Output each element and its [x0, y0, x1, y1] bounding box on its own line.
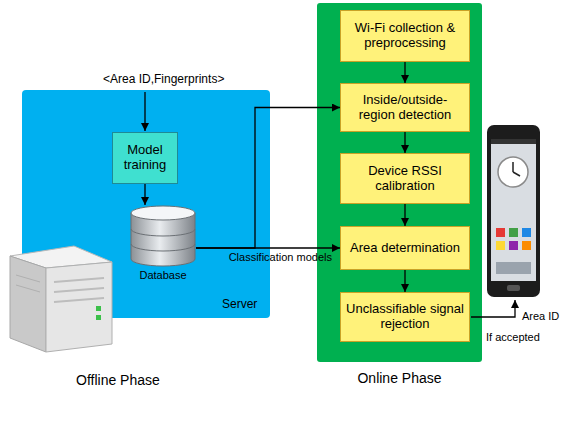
process-label: Wi-Fi collection & preprocessing	[345, 21, 465, 51]
online-panel: Online PhaseWi-Fi collection & preproces…	[317, 3, 482, 362]
database-shape	[130, 205, 196, 267]
condition-label: If accepted	[486, 331, 540, 344]
process-label: Device RSSI calibration	[345, 164, 465, 194]
phase-title: Offline Phase	[76, 372, 160, 388]
panel-title: Online Phase	[317, 370, 482, 386]
process-label: Unclassifiable signal rejection	[345, 302, 465, 332]
flow-arrow	[196, 247, 340, 248]
flow-arrow	[404, 204, 405, 226]
process-label: Area determination	[350, 241, 460, 256]
input-label: <Area ID,Fingerprints>	[103, 73, 224, 87]
edge-label: Classification models	[229, 251, 332, 264]
flow-arrow	[404, 270, 405, 292]
database-cylinder: Database	[130, 205, 196, 285]
smartphone	[487, 125, 540, 297]
flow-arrow	[404, 132, 405, 153]
process-label: Model training	[117, 143, 173, 173]
process-box: Wi-Fi collection & preprocessing	[340, 10, 470, 62]
process-label: Inside/outside-region detection	[345, 93, 465, 123]
output-label: Area ID	[522, 310, 559, 323]
panel-title: Server	[222, 298, 257, 312]
input-arrow	[144, 92, 145, 131]
process-box: Inside/outside-region detection	[340, 83, 470, 132]
flow-arrow	[144, 184, 145, 205]
flow-arrow	[404, 62, 405, 83]
database-label: Database	[130, 269, 196, 282]
process-box: Device RSSI calibration	[340, 153, 470, 204]
server-computer	[10, 246, 112, 352]
process-box: Model training	[112, 132, 178, 184]
process-box: Area determination	[340, 226, 470, 270]
process-box: Unclassifiable signal rejection	[340, 292, 470, 342]
